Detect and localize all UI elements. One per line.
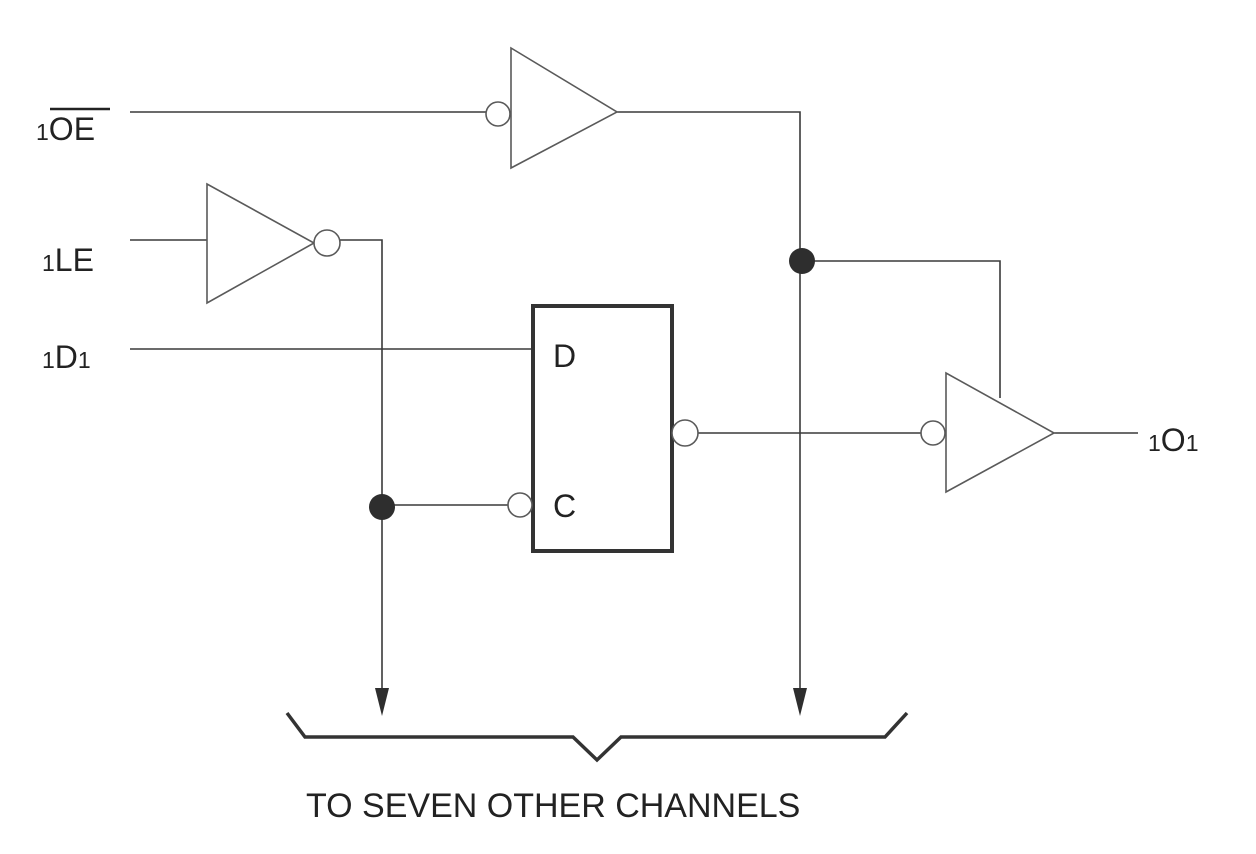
arrowhead-oe-down	[793, 688, 807, 716]
arrowhead-le-down	[375, 688, 389, 716]
oe-buffer-gate	[510, 46, 619, 170]
oe-buffer-input-bubble	[485, 101, 511, 127]
junction-oe	[789, 248, 815, 274]
d-latch-box	[531, 304, 674, 553]
caption: TO SEVEN OTHER CHANNELS	[306, 787, 800, 825]
latch-q-bubble	[671, 419, 699, 447]
latch-d-pin-label: D	[553, 338, 576, 374]
oe-buffer-output-wire	[617, 111, 801, 690]
le-label: 1LE	[42, 242, 94, 278]
oe-label: 1OE	[36, 111, 95, 147]
d-label: 1D1	[42, 339, 91, 375]
output-buffer-input-bubble	[920, 420, 946, 446]
oe-branch-to-output-buffer	[800, 260, 1001, 398]
le-inverter-gate	[206, 182, 316, 305]
latch-clock-bubble	[507, 492, 533, 518]
channels-brace	[285, 711, 909, 763]
output-label: 1O1	[1148, 422, 1198, 458]
output-buffer-gate	[945, 371, 1056, 494]
latch-c-pin-label: C	[553, 488, 576, 524]
le-inverter-output-bubble	[313, 229, 341, 257]
junction-le	[369, 494, 395, 520]
le-inverter-output-wire	[340, 239, 383, 690]
